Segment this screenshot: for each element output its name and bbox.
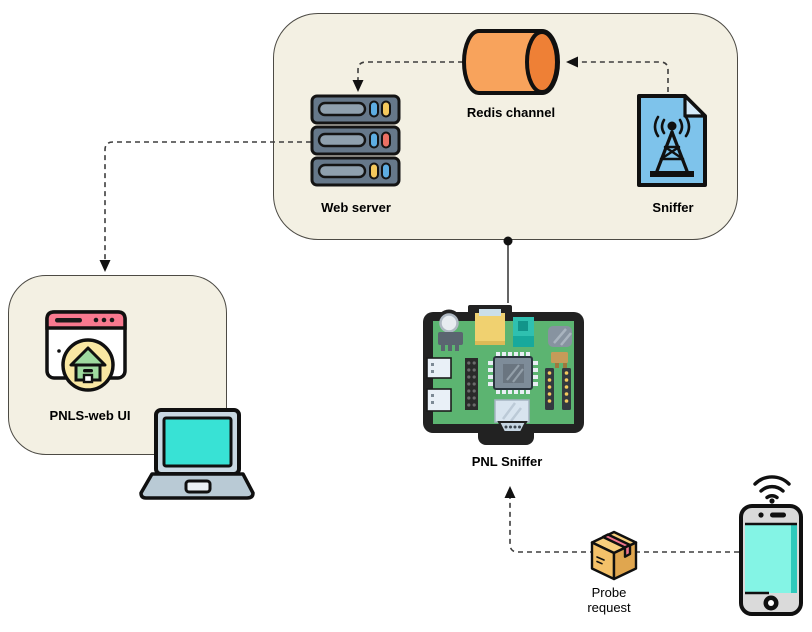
arrowhead-down-ui: [99, 260, 111, 272]
probe-request-node: [588, 529, 640, 583]
sniffer-label: Sniffer: [652, 200, 694, 215]
pnls-web-ui-label: PNLS-web UI: [49, 408, 131, 423]
laptop-node: [139, 407, 255, 501]
sniffer-node: [633, 91, 713, 191]
laptop-icon: [139, 408, 255, 500]
web-server-label: Web server: [321, 200, 391, 215]
pnl-sniffer-node: [422, 302, 587, 450]
arrowhead-up-pnlsniffer: [504, 486, 516, 498]
probe-request-label: Probe request: [587, 585, 631, 615]
smartphone-icon: [739, 504, 803, 616]
database-cylinder-icon: [462, 29, 560, 95]
redis-channel-label: Redis channel: [466, 105, 556, 120]
antenna-document-icon: [637, 94, 707, 187]
wifi-signal-icon: [753, 475, 791, 504]
smartphone-node: [739, 503, 803, 617]
web-server-node: [310, 94, 402, 190]
server-stack-icon: [310, 94, 401, 187]
wifi-node: [751, 471, 793, 504]
pnls-web-ui-node: [44, 309, 132, 401]
circuit-board-icon: [423, 305, 584, 445]
redis-channel-node: [461, 28, 563, 98]
browser-home-icon: [45, 310, 127, 392]
package-icon: [590, 530, 638, 581]
pnl-sniffer-label: PNL Sniffer: [471, 454, 543, 469]
